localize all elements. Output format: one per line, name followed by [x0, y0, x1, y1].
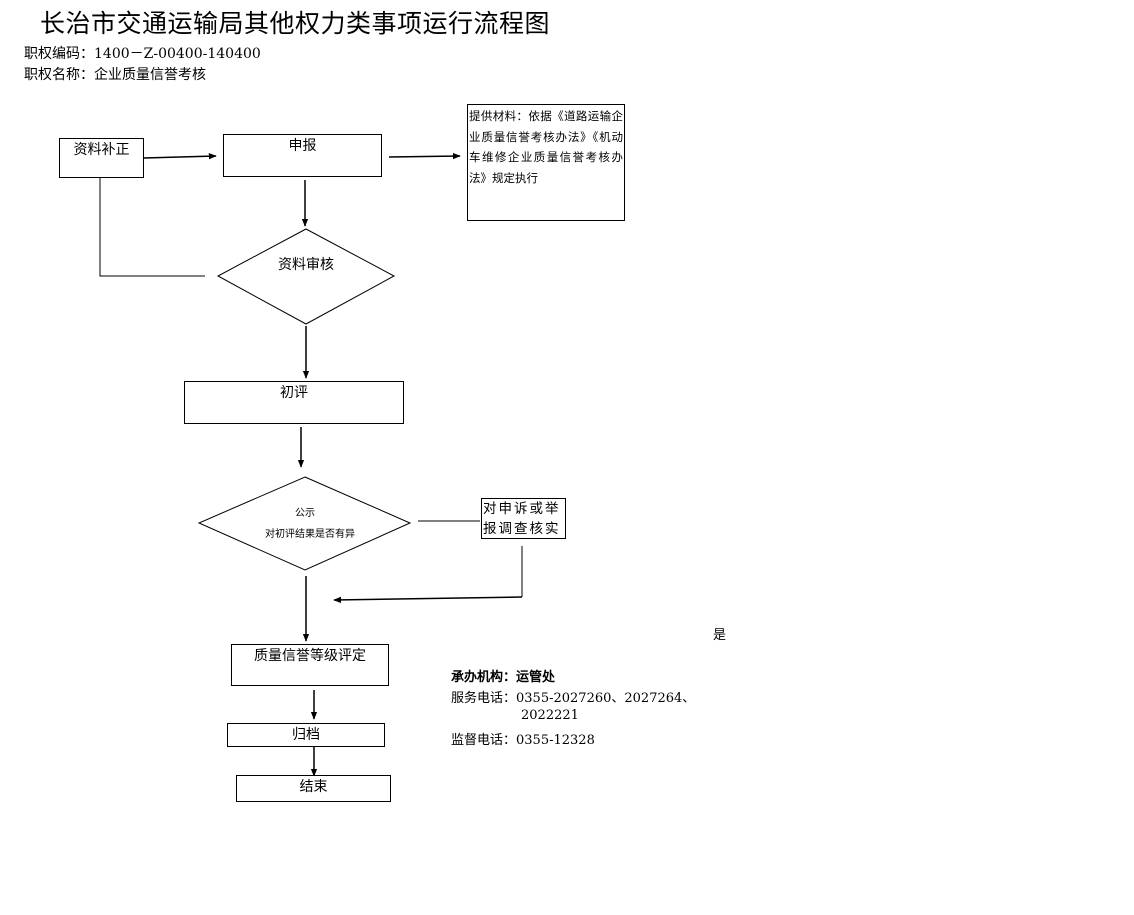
grade-eval-box: 质量信誉等级评定	[231, 644, 389, 686]
service-phone-continued: 2022221	[521, 708, 579, 723]
publicity-title: 公示	[295, 508, 315, 519]
review-label: 资料审核	[278, 257, 334, 273]
complaint-check-text: 对申诉或举报调查核实	[483, 501, 561, 537]
publicity-diamond	[197, 476, 412, 571]
service-phone: 0355-2027260、2027264、	[516, 691, 696, 706]
arrow-declare-to-note	[388, 152, 461, 160]
yes-label: 是	[713, 628, 727, 643]
supervise-line: 监督电话：0355-12328	[451, 729, 595, 748]
supplement-box: 资料补正	[59, 138, 144, 178]
materials-note-text: 提供材料：依据《道路运输企业质量信誉考核办法》《机动车维修企业质量信誉考核办法》…	[469, 109, 623, 185]
archive-label: 归档	[292, 727, 320, 743]
declare-box: 申报	[223, 134, 382, 177]
materials-note-box: 提供材料：依据《道路运输企业质量信誉考核办法》《机动车维修企业质量信誉考核办法》…	[467, 104, 625, 221]
declare-label: 申报	[288, 138, 317, 154]
initial-eval-box: 初评	[184, 381, 404, 424]
initial-eval-label: 初评	[280, 385, 308, 401]
org-value: 运管处	[516, 670, 556, 685]
publicity-question: 对初评结果是否有异	[265, 529, 355, 540]
supervise-phone: 0355-12328	[516, 733, 595, 748]
service-label: 服务电话：	[451, 691, 517, 706]
arrow-supplement-to-declare	[143, 153, 217, 160]
authority-name: 职权名称：企业质量信誉考核	[24, 67, 206, 83]
archive-box: 归档	[227, 723, 385, 747]
authority-code: 职权编码：1400－Z-00400-140400	[24, 46, 261, 62]
supervise-label: 监督电话：	[451, 733, 517, 748]
supplement-label: 资料补正	[73, 142, 130, 158]
complaint-check-box: 对申诉或举报调查核实	[481, 498, 566, 539]
end-box: 结束	[236, 775, 391, 802]
line-review-to-supplement	[99, 178, 205, 277]
service-line: 服务电话：0355-2027260、2027264、	[451, 687, 695, 706]
org-label: 承办机构：	[451, 670, 517, 685]
grade-eval-label: 质量信誉等级评定	[254, 648, 366, 664]
arrow-complaint-back	[333, 596, 523, 604]
org-line: 承办机构：运管处	[451, 666, 555, 685]
review-diamond	[216, 228, 396, 325]
end-label: 结束	[299, 779, 328, 795]
page-title: 长治市交通运输局其他权力类事项运行流程图	[40, 9, 551, 38]
